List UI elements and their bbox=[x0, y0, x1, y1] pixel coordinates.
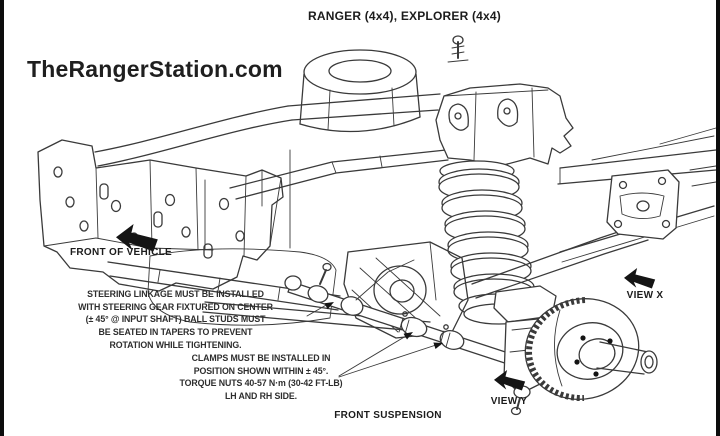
clamps-note: CLAMPS MUST BE INSTALLED IN POSITION SHO… bbox=[150, 352, 372, 403]
front-crossmember bbox=[37, 139, 284, 292]
note-line: LH AND RH SIDE. bbox=[225, 391, 297, 402]
watermark-site-name: TheRangerStation.com bbox=[27, 56, 283, 82]
note-line: BE SEATED IN TAPERS TO PREVENT bbox=[98, 327, 253, 338]
brake-rotor-hub bbox=[524, 297, 658, 402]
view-y-arrow-icon bbox=[494, 370, 526, 391]
note-line: TORQUE NUTS 40-57 N·m (30-42 FT-LB) bbox=[179, 378, 343, 389]
left-edge-bar bbox=[0, 0, 4, 436]
diagram-title: RANGER (4x4), EXPLORER (4x4) bbox=[308, 9, 501, 23]
frame-rails bbox=[94, 93, 717, 200]
note-line: POSITION SHOWN WITHIN ± 45°. bbox=[193, 365, 329, 376]
note-line: WITH STEERING GEAR FIXTURED ON CENTER bbox=[78, 301, 273, 312]
note-leader-arrows bbox=[306, 302, 443, 378]
right-edge-bar bbox=[716, 0, 720, 436]
note-line: ROTATION WHILE TIGHTENING. bbox=[109, 339, 242, 350]
view-x-label: VIEW X bbox=[626, 290, 664, 301]
front-of-vehicle-arrow-icon bbox=[116, 224, 158, 252]
front-of-vehicle-label: FRONT OF VEHICLE bbox=[70, 247, 173, 258]
shock-tower-dome bbox=[299, 35, 469, 133]
front-suspension-label: FRONT SUSPENSION bbox=[334, 410, 442, 421]
note-line: STEERING LINKAGE MUST BE INSTALLED bbox=[87, 289, 264, 299]
steering-linkage-note: STEERING LINKAGE MUST BE INSTALLED WITH … bbox=[38, 288, 313, 352]
view-y-label: VIEW Y bbox=[490, 396, 528, 407]
note-line: (± 45° @ INPUT SHAFT) BALL STUDS MUST bbox=[85, 314, 266, 325]
view-x-arrow-icon bbox=[624, 268, 656, 289]
note-line: CLAMPS MUST BE INSTALLED IN bbox=[191, 353, 331, 363]
axle-beam-right bbox=[471, 165, 717, 299]
spring-tower-bracket bbox=[435, 83, 574, 167]
